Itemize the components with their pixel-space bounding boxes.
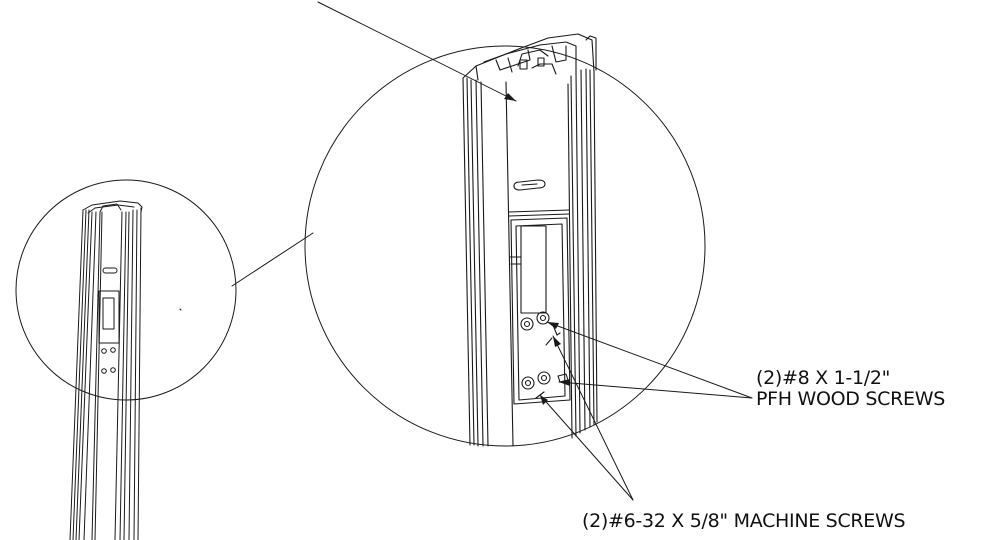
wood-screws-type: PFH WOOD SCREWS — [756, 388, 945, 410]
machine-screws-leaders — [539, 335, 634, 501]
top-leader-line — [317, 1, 517, 102]
wood-screws-callout: (2)#8 X 1-1/2" PFH WOOD SCREWS — [756, 368, 945, 410]
wood-screws-quantity-size: (2)#8 X 1-1/2" — [756, 367, 891, 389]
wood-screws-leaders — [546, 321, 753, 399]
enlarged-detail-circle — [304, 45, 706, 447]
overview-jamb-profile — [69, 200, 182, 540]
top-leader-arrowhead — [504, 93, 516, 101]
machine-screws-callout: (2)#6-32 X 5/8" MACHINE SCREWS — [582, 510, 906, 532]
enlarged-jamb-profile — [462, 33, 598, 447]
detail-connector-line — [231, 232, 314, 287]
